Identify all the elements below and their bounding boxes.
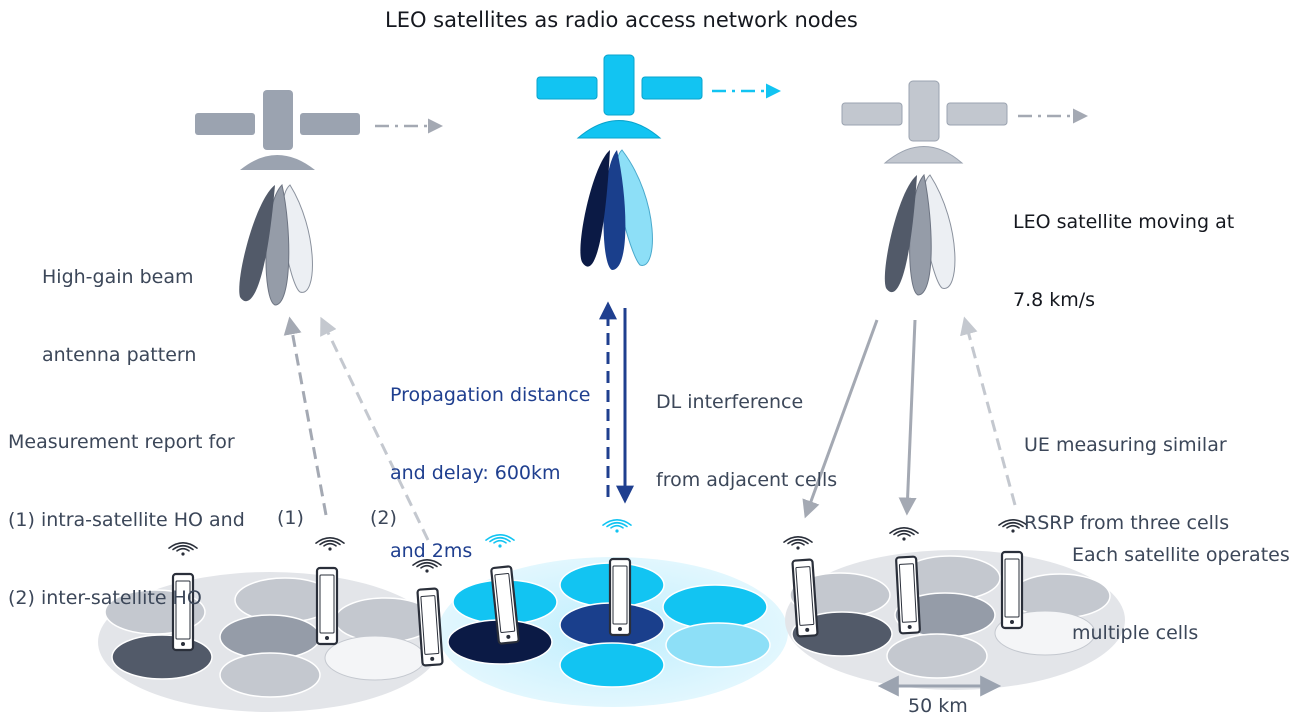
ho-label-1: (1) — [277, 507, 304, 529]
solar-panel-right — [641, 76, 703, 100]
measurement-report-label: Measurement report for (1) intra-satelli… — [8, 431, 245, 609]
ho-label-2: (2) — [370, 507, 397, 529]
satellite-left — [195, 90, 443, 170]
cell — [559, 642, 665, 688]
ue-phone — [608, 557, 632, 637]
ue-phone — [171, 572, 195, 652]
beam-dark — [884, 175, 917, 293]
ue-measuring-label: UE measuring similar RSRP from three cel… — [1024, 434, 1230, 534]
cell — [886, 633, 988, 679]
signal-icon — [315, 537, 345, 551]
satellite-speed-label: LEO satellite moving at 7.8 km/s — [1013, 211, 1235, 311]
satellite-body — [263, 90, 293, 150]
signal-icon — [889, 527, 919, 541]
beam-pattern-center — [580, 149, 653, 270]
multiple-cells-label: Each satellite operates multiple cells — [1072, 544, 1290, 644]
signal-icon — [998, 519, 1028, 533]
ue-phone — [315, 566, 339, 646]
signal-icon — [485, 534, 515, 548]
dl-interference-arrow-1 — [802, 319, 879, 519]
dl-interference-arrow-2 — [898, 319, 917, 516]
signal-icon — [168, 542, 198, 556]
dl-interference-label: DL interference from adjacent cells — [656, 391, 838, 491]
solar-panel-left — [536, 76, 598, 100]
ue-phone — [490, 565, 520, 645]
ue-measurement-arrow — [960, 316, 1017, 506]
satellite-body — [908, 80, 940, 142]
beam-dark — [239, 185, 275, 302]
propagation-label: Propagation distance and delay: 600km an… — [390, 384, 591, 562]
beam-dark — [580, 150, 610, 267]
ue-phone — [416, 587, 444, 667]
cell — [111, 634, 213, 680]
cell — [324, 635, 426, 681]
solar-panel-left — [841, 102, 903, 126]
satellite-dish — [576, 120, 662, 139]
satellite-right — [841, 80, 1088, 164]
cell-cluster-right — [785, 550, 1125, 690]
measurement-arrow-1 — [283, 316, 328, 516]
cell — [665, 622, 771, 668]
ue-phone — [1000, 550, 1024, 630]
satellite-dish — [883, 146, 964, 164]
satellite-dish — [240, 155, 315, 170]
signal-icon — [783, 536, 813, 550]
ue-phone — [895, 555, 921, 635]
beam-pattern-right — [884, 173, 956, 296]
signal-icon — [602, 519, 632, 533]
beam-mid — [603, 150, 626, 270]
diagram-title: LEO satellites as radio access network n… — [385, 8, 858, 32]
cell — [219, 652, 321, 698]
solar-panel-right — [300, 113, 360, 135]
satellite-center — [536, 54, 781, 139]
ue-phone — [791, 558, 819, 638]
ue-devices — [168, 519, 1028, 667]
satellite-body — [603, 54, 635, 116]
antenna-label: High-gain beam antenna pattern — [42, 266, 197, 366]
beam-pattern-left — [239, 183, 313, 306]
solar-panel-right — [946, 102, 1008, 126]
solar-panel-left — [195, 113, 255, 135]
measurement-arrow-2 — [320, 316, 430, 541]
scale-label: 50 km — [908, 695, 968, 717]
signal-icon — [412, 559, 442, 573]
